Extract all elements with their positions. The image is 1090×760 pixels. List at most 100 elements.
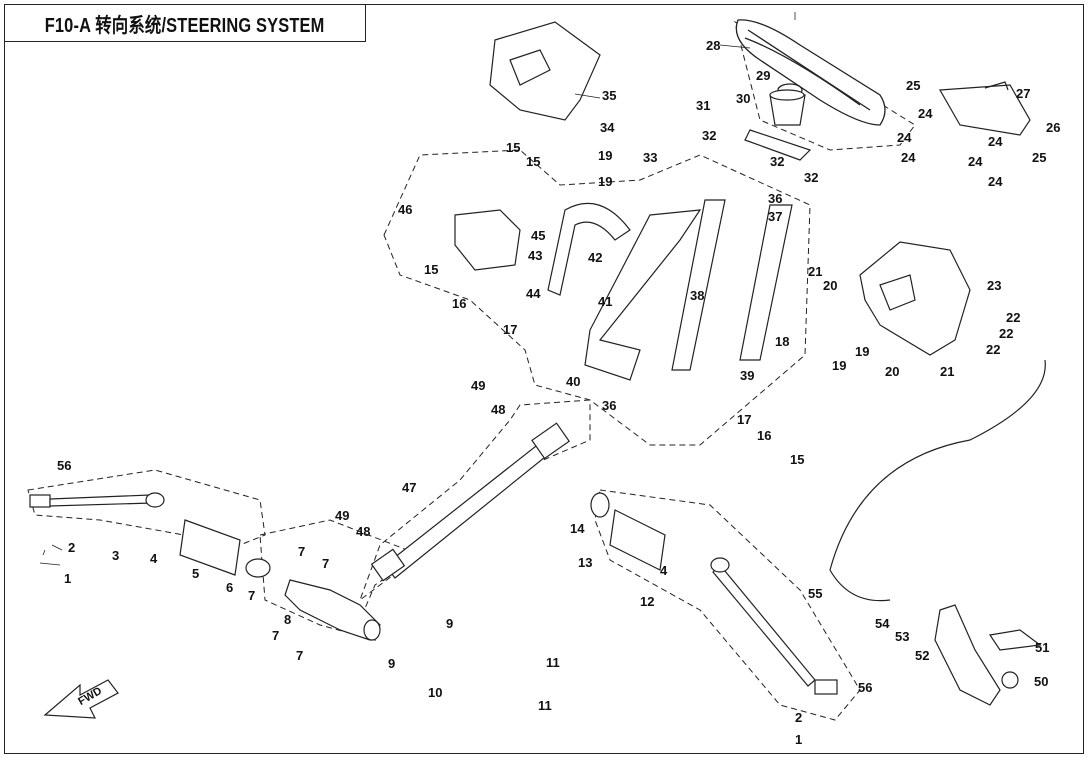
callout-15: 15 <box>790 452 804 467</box>
callout-18: 18 <box>775 334 789 349</box>
callout-27: 27 <box>1016 86 1030 101</box>
right-tie-rod <box>590 492 838 695</box>
callout-19: 19 <box>855 344 869 359</box>
callout-44: 44 <box>526 286 541 301</box>
callout-36: 36 <box>768 191 782 206</box>
callout-25: 25 <box>906 78 920 93</box>
callout-12: 12 <box>640 594 654 609</box>
callout-55: 55 <box>808 586 822 601</box>
callout-20: 20 <box>823 278 837 293</box>
callout-11: 11 <box>538 698 552 713</box>
callout-7: 7 <box>248 588 255 603</box>
callout-45: 45 <box>531 228 545 243</box>
callout-32: 32 <box>804 170 818 185</box>
callout-3: 3 <box>112 548 119 563</box>
title-box: F10-A 转向系统/STEERING SYSTEM <box>4 4 366 42</box>
callout-8: 8 <box>284 612 291 627</box>
callout-7: 7 <box>296 648 303 663</box>
callout-25: 25 <box>1032 150 1046 165</box>
callout-19: 19 <box>598 148 612 163</box>
callout-1: 1 <box>795 732 802 747</box>
lower-column-cover <box>859 241 971 356</box>
callout-2: 2 <box>68 540 75 555</box>
callout-2: 2 <box>795 710 802 725</box>
callout-4: 4 <box>150 551 158 566</box>
callout-32: 32 <box>770 154 784 169</box>
steering-column <box>584 199 793 381</box>
callout-9: 9 <box>388 656 395 671</box>
callout-52: 52 <box>915 648 929 663</box>
callout-22: 22 <box>986 342 1000 357</box>
callout-23: 23 <box>987 278 1001 293</box>
intermediate-shaft <box>370 422 571 582</box>
callout-30: 30 <box>736 91 750 106</box>
callout-14: 14 <box>570 521 585 536</box>
callout-39: 39 <box>740 368 754 383</box>
callout-17: 17 <box>503 322 517 337</box>
tilt-bracket <box>547 202 631 296</box>
hub-trim-cover <box>939 81 1031 136</box>
callout-56: 56 <box>57 458 71 473</box>
callout-38: 38 <box>690 288 704 303</box>
callout-42: 42 <box>588 250 602 265</box>
callout-24: 24 <box>988 174 1003 189</box>
callout-15: 15 <box>424 262 438 277</box>
callout-49: 49 <box>471 378 485 393</box>
column-lock-housing <box>454 209 521 271</box>
fwd-arrow-icon: FWD <box>43 679 119 719</box>
callout-51: 51 <box>1035 640 1049 655</box>
callout-24: 24 <box>918 106 933 121</box>
callout-37: 37 <box>768 209 782 224</box>
callout-24: 24 <box>988 134 1003 149</box>
callout-11: 11 <box>546 655 560 670</box>
callout-16: 16 <box>757 428 771 443</box>
callout-34: 34 <box>600 120 615 135</box>
group-outline-right-tie-rod <box>594 489 861 721</box>
callout-20: 20 <box>885 364 899 379</box>
callout-24: 24 <box>968 154 983 169</box>
page-title: F10-A 转向系统/STEERING SYSTEM <box>45 14 325 37</box>
callout-33: 33 <box>643 150 657 165</box>
steering-hub <box>744 89 812 161</box>
callout-7: 7 <box>272 628 279 643</box>
callout-9: 9 <box>446 616 453 631</box>
callout-13: 13 <box>578 555 592 570</box>
callout-1: 1 <box>64 571 71 586</box>
callout-15: 15 <box>506 140 520 155</box>
callout-24: 24 <box>897 130 912 145</box>
callout-53: 53 <box>895 629 909 644</box>
callout-26: 26 <box>1046 120 1060 135</box>
callout-17: 17 <box>737 412 751 427</box>
callout-22: 22 <box>999 326 1013 341</box>
callout-21: 21 <box>940 364 954 379</box>
callout-19: 19 <box>598 174 612 189</box>
callout-7: 7 <box>298 544 305 559</box>
callout-56: 56 <box>858 680 872 695</box>
callout-54: 54 <box>875 616 890 631</box>
callout-29: 29 <box>756 68 770 83</box>
callout-4: 4 <box>660 563 668 578</box>
steering-rack <box>284 579 381 641</box>
throttle-cable <box>829 359 1046 602</box>
callout-28: 28 <box>706 38 720 53</box>
accelerator-pedal <box>934 604 1042 706</box>
group-outline-steering-column <box>383 149 811 446</box>
callout-21: 21 <box>808 264 822 279</box>
callout-49: 49 <box>335 508 349 523</box>
callout-5: 5 <box>192 566 199 581</box>
callout-35: 35 <box>602 88 616 103</box>
callout-31: 31 <box>696 98 710 113</box>
callout-16: 16 <box>452 296 466 311</box>
callout-6: 6 <box>226 580 233 595</box>
callout-10: 10 <box>428 685 442 700</box>
callout-48: 48 <box>356 524 370 539</box>
callout-48: 48 <box>491 402 505 417</box>
callout-46: 46 <box>398 202 412 217</box>
callout-41: 41 <box>598 294 612 309</box>
callout-43: 43 <box>528 248 542 263</box>
callout-47: 47 <box>402 480 416 495</box>
left-tie-rod <box>29 492 271 578</box>
